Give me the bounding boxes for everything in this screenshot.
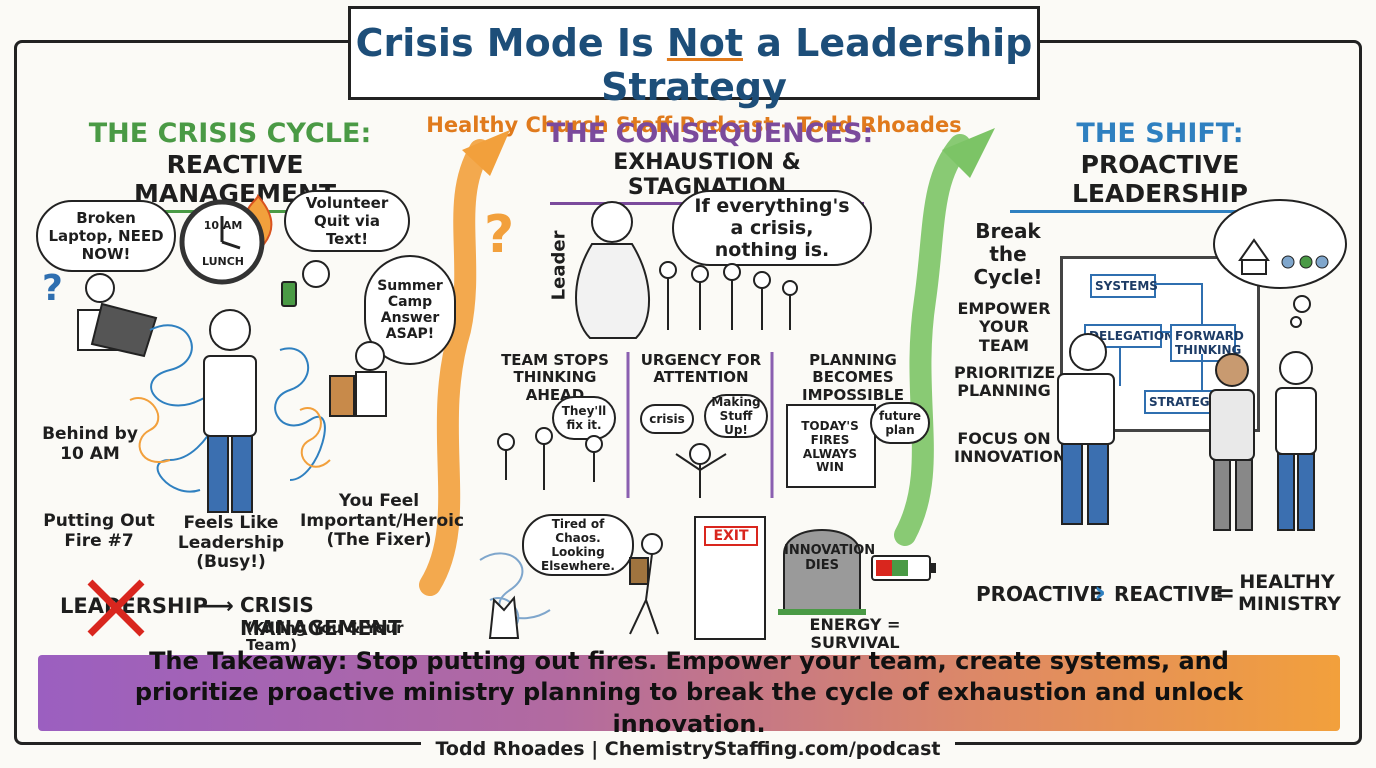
title-box: Crisis Mode Is Not a Leadership Strategy… [348, 6, 1040, 137]
consequences-heading: THE CONSEQUENCES: [546, 118, 874, 149]
tombstone-icon [778, 529, 866, 615]
exit-sign: EXIT [704, 526, 758, 547]
label-crisis-management: CRISIS MANAGEMENT [240, 593, 402, 640]
bubble-future-plan: future plan [870, 402, 930, 444]
eq-reactive: REACTIVE [1114, 582, 1224, 606]
crisis-illustration: ? [42, 260, 387, 513]
greater-than-icon: › [1093, 575, 1107, 610]
label-feels-like-leadership: Feels Like Leadership (Busy!) [177, 513, 285, 573]
clock-time: 10 AM [203, 219, 243, 232]
shift-item-empower: EMPOWER YOUR TEAM [957, 299, 1051, 355]
calendar-board-text: TODAY'S FIRES ALWAYS WIN [801, 419, 859, 475]
tombstone-text: INNOVATION DIES [784, 543, 876, 573]
bubble-crisis: crisis [640, 404, 694, 434]
footer: Todd Rhoades | ChemistryStaffing.com/pod… [0, 738, 1376, 760]
exit-door [694, 516, 766, 640]
col-planning-title: PLANNING BECOMES IMPOSSIBLE [801, 351, 904, 404]
eq-equals: = [1214, 579, 1236, 607]
crisis-heading: THE CRISIS CYCLE: [88, 118, 372, 149]
whiteboard-connectors [1119, 283, 1203, 390]
col-urgency-title: URGENCY FOR ATTENTION [640, 351, 762, 387]
board-delegation: DELEGATION [1084, 324, 1174, 348]
board-systems: SYSTEMS [1090, 274, 1158, 298]
clock-lunch: LUNCH [201, 255, 245, 268]
break-the-cycle: Break the Cycle! [973, 219, 1043, 289]
page-subtitle: Healthy Church Staff Podcast - Todd Rhoa… [426, 113, 962, 137]
bubble-volunteer-quit: Volunteer Quit via Text! [284, 190, 410, 252]
team-sitting-illustration [497, 427, 603, 490]
energy-survival: ENERGY = SURVIVAL [809, 615, 901, 653]
svg-text:?: ? [484, 205, 514, 265]
clock-icon [179, 194, 273, 285]
low-battery-icon [871, 555, 936, 581]
leader-and-team-illustration [575, 201, 798, 339]
crossed-leadership: LEADERSHIP [60, 579, 208, 637]
question-mark-icon: ? [484, 205, 514, 265]
bubble-summer-camp: Summer Camp Answer ASAP! [364, 255, 456, 365]
page-title: Crisis Mode Is Not a Leadership Strategy [355, 21, 1033, 109]
calendar-board [786, 404, 876, 488]
eq-proactive: PROACTIVE [976, 582, 1103, 606]
takeaway-text: The Takeaway: Stop putting out fires. Em… [134, 647, 1244, 738]
red-x-icon [87, 579, 145, 637]
label-killing-you: (Killing You & Your Team) [246, 619, 404, 655]
shift-item-prioritize: PRIORITIZE PLANNING [954, 363, 1056, 401]
title-not-word: Not [666, 21, 743, 65]
bubble-tired-of-chaos: Tired of Chaos. Looking Elsewhere. [522, 514, 634, 576]
board-strategy: STRATEGY [1144, 390, 1218, 414]
bubble-making-stuff-up: Making Stuff Up! [704, 394, 768, 438]
team-whiteboard-illustration [1057, 199, 1347, 531]
bubble-theyll-fix: They'll fix it. [552, 396, 616, 440]
leaving-person-illustration [479, 533, 663, 639]
footer-text: Todd Rhoades | ChemistryStaffing.com/pod… [421, 738, 955, 760]
takeaway-banner: The Takeaway: Stop putting out fires. Em… [38, 647, 1340, 738]
eq-result: HEALTHY MINISTRY [1238, 571, 1341, 615]
col-team-stops-title: TEAM STOPS THINKING AHEAD [501, 351, 609, 404]
arrow-icon: ⟶ [202, 594, 234, 619]
label-behind: Behind by 10 AM [42, 424, 138, 464]
shift-heading: THE SHIFT: [1076, 118, 1244, 149]
svg-text:?: ? [42, 268, 63, 309]
panicked-person-illustration [675, 443, 727, 498]
thought-bubble-crisis: If everything's a crisis, nothing is. [672, 190, 872, 266]
shift-subheading: PROACTIVE LEADERSHIP [1010, 150, 1310, 213]
bubble-broken-laptop: Broken Laptop, NEED NOW! [36, 200, 176, 272]
label-you-feel-important: You Feel Important/Heroic (The Fixer) [300, 491, 465, 551]
label-putting-out-fire: Putting Out Fire #7 [43, 511, 155, 551]
leader-label: Leader [548, 230, 570, 301]
shift-item-innovation: FOCUS ON INNOVATION [954, 429, 1067, 467]
